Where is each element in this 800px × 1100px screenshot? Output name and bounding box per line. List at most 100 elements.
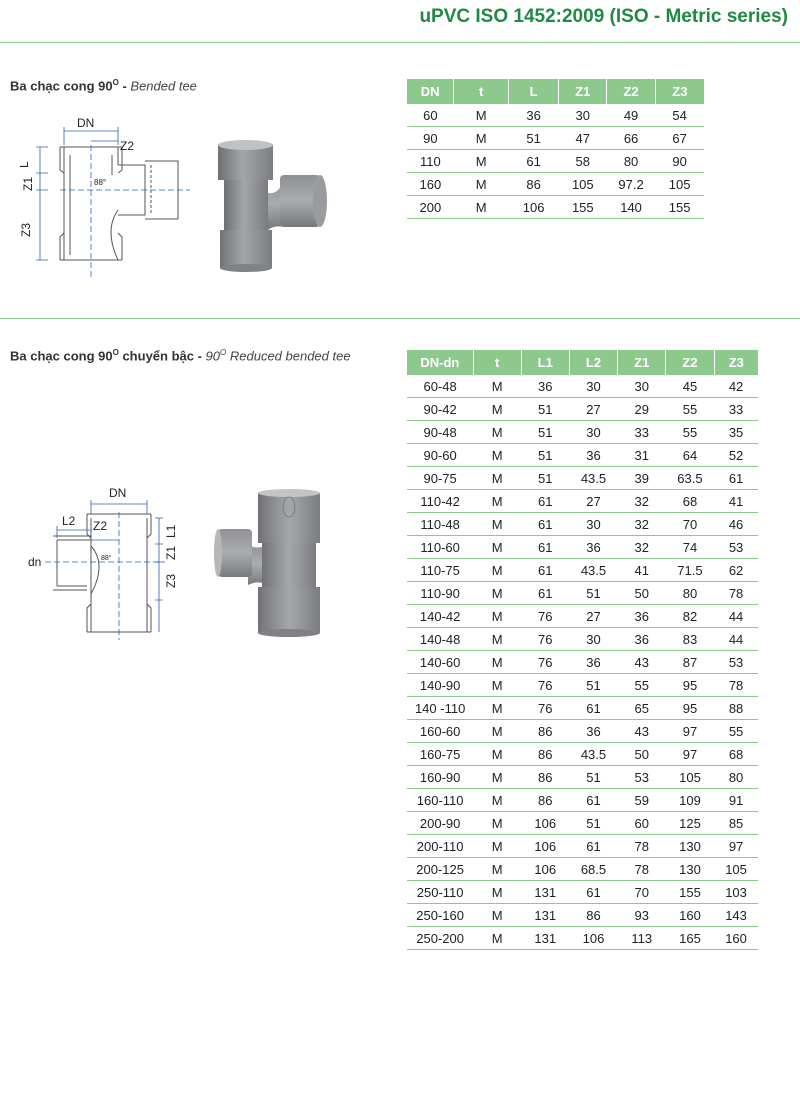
table-cell: 43	[617, 719, 666, 743]
drawing-label-z1: Z1	[21, 177, 35, 191]
column-header: Z2	[665, 350, 715, 375]
table-cell: 80	[665, 581, 715, 605]
table-cell: 86	[521, 765, 570, 789]
table-cell: 76	[521, 604, 570, 628]
table-cell: 27	[569, 489, 618, 513]
drawing2-label-dn-small: dn	[28, 555, 41, 569]
table-cell: M	[473, 673, 522, 697]
table-cell: 131	[521, 880, 570, 904]
drawing2-label-z2: Z2	[93, 519, 107, 533]
table-cell: 36	[569, 535, 618, 559]
table-cell: 44	[714, 604, 758, 628]
table-cell: 27	[569, 604, 618, 628]
table-cell: 53	[714, 535, 758, 559]
section2-title-en: Reduced bended tee	[226, 348, 351, 364]
table-cell: 61	[521, 558, 570, 582]
table-cell: 76	[521, 673, 570, 697]
table-cell: 109	[665, 788, 715, 812]
table-cell: 110-42	[407, 489, 474, 513]
table-cell: 55	[617, 673, 666, 697]
table-cell: 95	[665, 696, 715, 720]
section1-title-en: Bended tee	[130, 78, 197, 94]
section1-title: Ba chạc cong 90O - Bended tee	[10, 78, 197, 93]
table-cell: 43	[617, 650, 666, 674]
table-cell: 54	[655, 104, 704, 127]
table-cell: 43.5	[569, 558, 618, 582]
table-cell: M	[473, 926, 522, 950]
table-cell: 110-75	[407, 558, 474, 582]
table-cell: M	[473, 650, 522, 674]
table-cell: 74	[665, 535, 715, 559]
table-cell: M	[473, 489, 522, 513]
table-cell: 33	[617, 420, 666, 444]
table-cell: M	[473, 627, 522, 651]
column-header: L2	[569, 350, 619, 375]
table-cell: 93	[617, 903, 666, 927]
table-cell: 36	[569, 443, 618, 467]
column-header: Z2	[606, 79, 656, 104]
table-cell: 160-90	[407, 765, 474, 789]
column-header: Z1	[558, 79, 608, 104]
table-cell: 46	[714, 512, 758, 536]
table-cell: 125	[665, 811, 715, 835]
table-cell: 160-75	[407, 742, 474, 766]
table-cell: 105	[655, 172, 704, 196]
drawing-label-angle: 88°	[94, 178, 106, 187]
table-cell: 44	[714, 627, 758, 651]
table-cell: 110-48	[407, 512, 474, 536]
column-header: DN-dn	[407, 350, 474, 375]
table-cell: 131	[521, 926, 570, 950]
table-cell: 41	[617, 558, 666, 582]
table-cell: 63.5	[665, 466, 715, 490]
table-cell: M	[473, 512, 522, 536]
table-cell: 76	[521, 696, 570, 720]
table-cell: 70	[617, 880, 666, 904]
table-cell: 30	[569, 375, 618, 398]
table-cell: 103	[714, 880, 758, 904]
table-cell: 51	[521, 466, 570, 490]
table-cell: 97.2	[606, 172, 656, 196]
table-cell: 97	[665, 719, 715, 743]
table-cell: 200-125	[407, 857, 474, 881]
table-cell: 250-200	[407, 926, 474, 950]
drawing2-label-z1: Z1	[164, 546, 178, 560]
table-cell: M	[473, 788, 522, 812]
table-cell: 113	[617, 926, 666, 950]
table-cell: M	[473, 581, 522, 605]
table-cell: 71.5	[665, 558, 715, 582]
table-cell: 32	[617, 535, 666, 559]
table-cell: 155	[665, 880, 715, 904]
table-cell: 143	[714, 903, 758, 927]
table-cell: 61	[569, 696, 618, 720]
reduced-tee-drawing: DN L2 Z2 dn 88° L1 Z1 Z3	[28, 486, 178, 640]
table-cell: 51	[569, 765, 618, 789]
table-cell: 55	[665, 397, 715, 421]
table-cell: 33	[714, 397, 758, 421]
table-cell: 67	[655, 126, 704, 150]
table-cell: 30	[569, 627, 618, 651]
table-cell: 32	[617, 489, 666, 513]
table-cell: 51	[569, 811, 618, 835]
table-cell: 59	[617, 788, 666, 812]
table-cell: 95	[665, 673, 715, 697]
table-cell: 105	[714, 857, 758, 881]
table-cell: 36	[521, 375, 570, 398]
section2-title-en-sup: O	[220, 348, 227, 357]
table-cell: 61	[521, 489, 570, 513]
table-cell: 68.5	[569, 857, 618, 881]
